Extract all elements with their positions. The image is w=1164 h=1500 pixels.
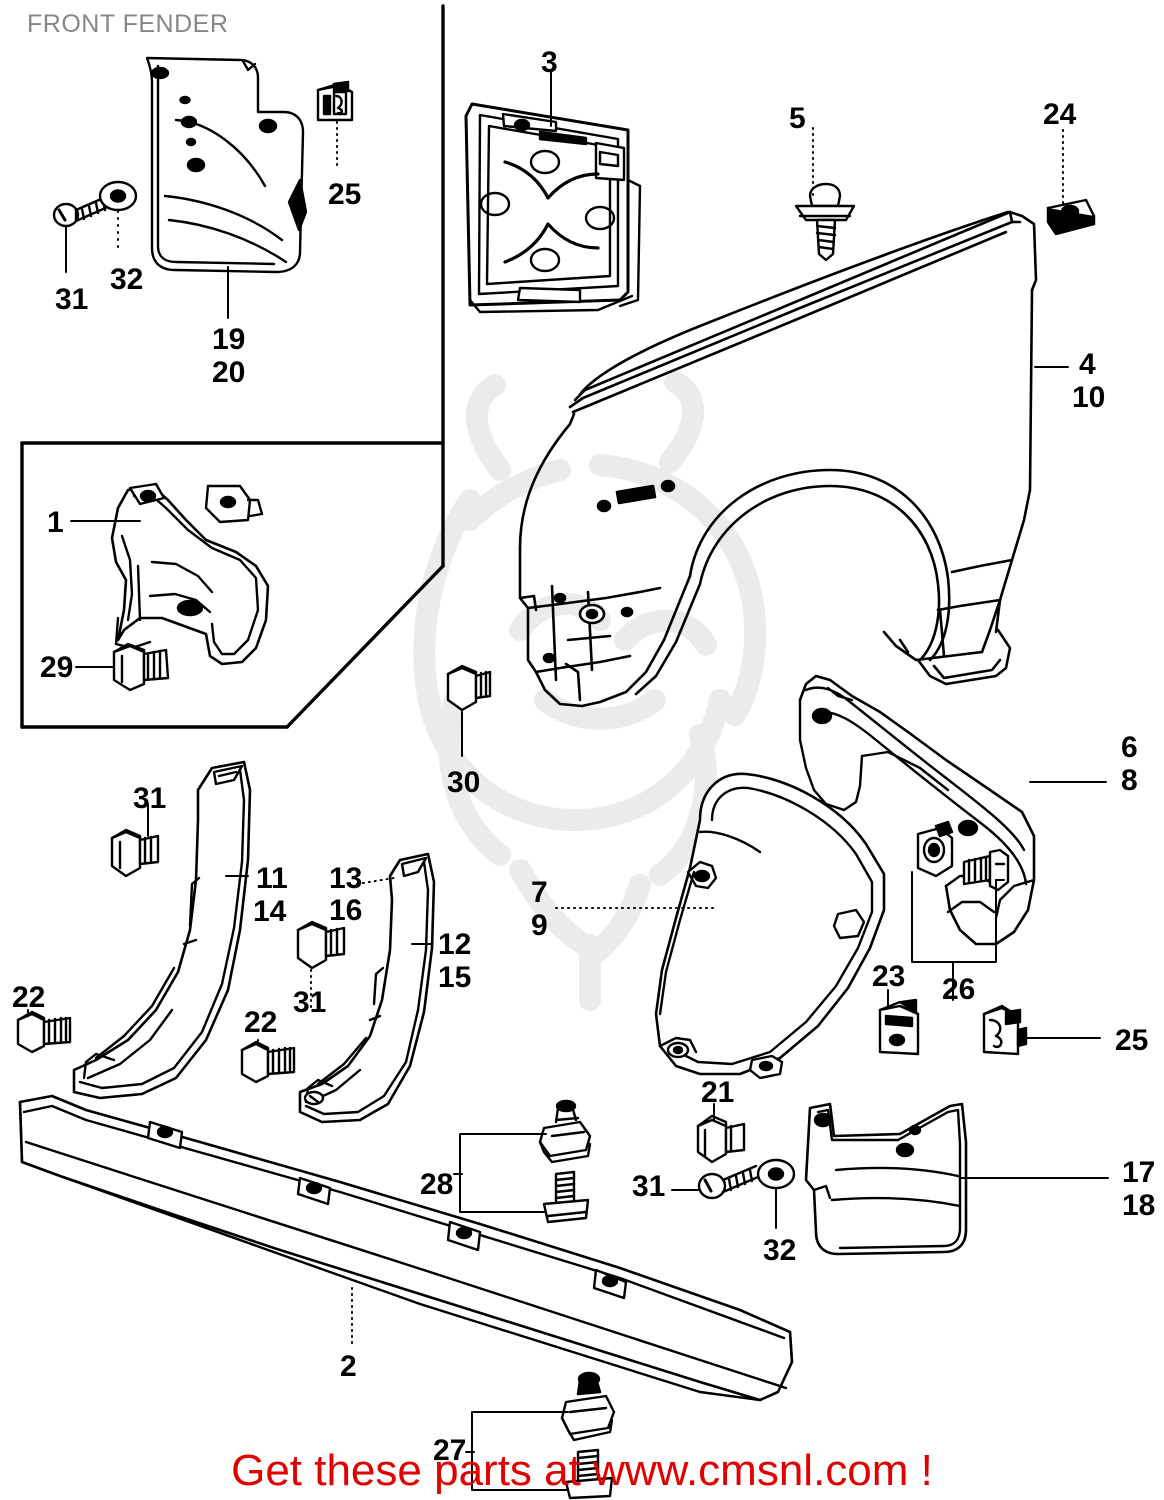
part-31b-bolt — [110, 828, 160, 878]
part-17-18-mud-flap — [804, 1102, 968, 1256]
part-22b-bolt — [240, 1040, 296, 1084]
callout-1[interactable]: 1 — [47, 506, 64, 539]
callout-19[interactable]: 19 — [212, 323, 246, 356]
callout-15[interactable]: 15 — [438, 961, 472, 994]
callout-30[interactable]: 30 — [447, 766, 481, 799]
callout-29[interactable]: 29 — [40, 651, 74, 684]
part-25b-clip — [982, 1004, 1028, 1056]
part-19-20-mud-flap — [145, 56, 308, 274]
page-title: FRONT FENDER — [27, 10, 229, 38]
callout-31c[interactable]: 31 — [293, 986, 327, 1019]
part-25a-clip — [316, 80, 354, 122]
callout-8[interactable]: 8 — [1121, 764, 1138, 797]
leader-13-16 — [356, 877, 395, 885]
part-2-air-dam — [18, 1094, 794, 1402]
callout-31d[interactable]: 31 — [632, 1170, 666, 1203]
callout-32a[interactable]: 32 — [110, 263, 144, 296]
callout-6[interactable]: 6 — [1121, 731, 1138, 764]
part-26-nut-bolt — [911, 820, 1010, 963]
part-29-bolt — [112, 642, 170, 692]
part-12-15-splash-guard — [298, 852, 436, 1124]
callout-22a[interactable]: 22 — [12, 981, 46, 1014]
part-31c-bolt — [296, 920, 346, 970]
callout-20[interactable]: 20 — [212, 356, 246, 389]
callout-25a[interactable]: 25 — [328, 178, 362, 211]
callout-25b[interactable]: 25 — [1115, 1024, 1149, 1057]
callout-11[interactable]: 11 — [256, 862, 288, 895]
callout-17[interactable]: 17 — [1122, 1156, 1156, 1189]
part-27-grommet-bolt — [471, 1371, 616, 1500]
callout-5[interactable]: 5 — [789, 102, 806, 135]
callout-31a[interactable]: 31 — [55, 283, 89, 316]
callout-4[interactable]: 4 — [1079, 348, 1096, 381]
callout-13[interactable]: 13 — [329, 862, 363, 895]
part-32b-washer — [756, 1158, 796, 1190]
part-4-10-fender-panel — [518, 210, 1038, 708]
callout-23[interactable]: 23 — [872, 960, 906, 993]
callout-3[interactable]: 3 — [541, 46, 558, 79]
part-1-bracket — [110, 482, 270, 666]
callout-7[interactable]: 7 — [531, 876, 548, 909]
callout-16[interactable]: 16 — [329, 894, 363, 927]
part-23-clip — [878, 998, 920, 1056]
callout-26[interactable]: 26 — [942, 973, 976, 1006]
callout-18[interactable]: 18 — [1122, 1189, 1156, 1222]
part-32a-washer — [98, 180, 138, 212]
callout-9[interactable]: 9 — [531, 909, 548, 942]
callout-14[interactable]: 14 — [253, 895, 287, 928]
part-24-nut-clip — [1046, 198, 1096, 236]
part-3-license-bracket — [464, 102, 642, 314]
part-11-14-splash-guard — [72, 760, 252, 1100]
callout-27[interactable]: 27 — [433, 1434, 467, 1467]
part-5-screw — [794, 182, 856, 262]
callout-12[interactable]: 12 — [438, 928, 472, 961]
callout-2[interactable]: 2 — [340, 1350, 357, 1383]
callout-32b[interactable]: 32 — [763, 1234, 797, 1267]
callout-24[interactable]: 24 — [1043, 98, 1077, 131]
callout-10[interactable]: 10 — [1072, 381, 1106, 414]
part-28-grommet-bolt — [459, 1099, 592, 1224]
footer-promo-text[interactable]: Get these parts at www.cmsnl.com ! — [231, 1446, 933, 1495]
part-31d-screw — [697, 1164, 760, 1200]
callout-28[interactable]: 28 — [420, 1168, 454, 1201]
inset-box-border — [20, 441, 445, 729]
part-21-bolt — [696, 1114, 746, 1164]
callout-31b[interactable]: 31 — [133, 782, 167, 815]
part-7-9-inner-fender-lower — [654, 772, 886, 1080]
part-30-bolt — [446, 664, 492, 712]
part-22a-bolt — [16, 1010, 72, 1054]
callout-22b[interactable]: 22 — [244, 1006, 278, 1039]
callout-21[interactable]: 21 — [701, 1076, 735, 1109]
